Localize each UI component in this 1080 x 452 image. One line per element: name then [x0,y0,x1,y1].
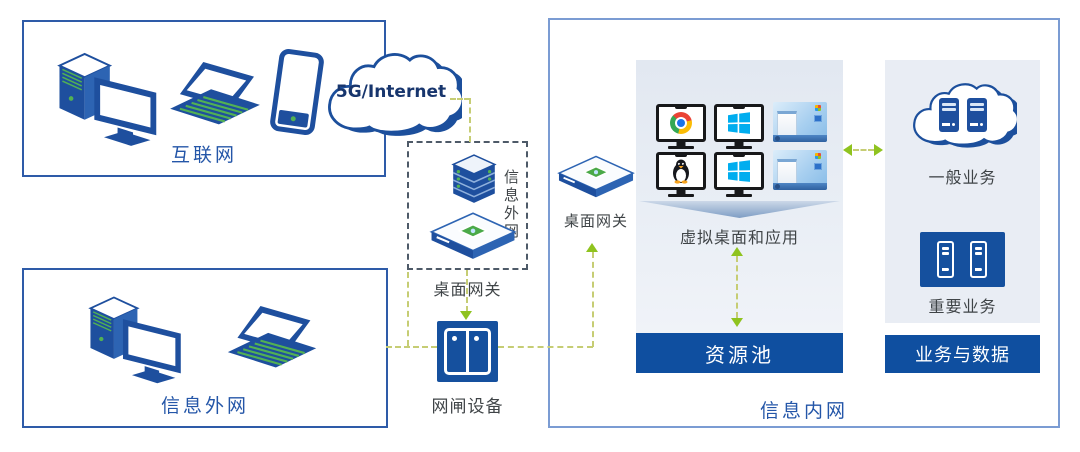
extranet-box-label: 信息外网 [160,395,249,417]
thumbnail-window [777,111,797,138]
server-tower-icon [967,98,987,132]
general-business-caption: 一般业务 [928,168,997,187]
cloud-icon [907,76,1017,154]
connector-extranet-to-isolation [386,346,437,348]
thumbnail-icon [815,153,821,159]
thumbnail-taskbar [773,135,827,142]
smartphone-icon [268,47,325,137]
monitor-chrome-icon [656,104,706,149]
intranet-box-label: 信息内网 [759,400,848,422]
thumbnail-icon [815,105,821,111]
desktop-gateway-caption: 桌面网关 [563,212,628,230]
resource-pool-bar: 资源池 [636,333,843,373]
thumbnail-start-orb [775,184,780,189]
monitor-base [726,194,752,197]
connector-isolation-to-intranet [498,346,593,348]
door-panel [447,331,466,372]
monitor-stand [676,142,686,147]
desktop-thumbnail-icon [773,150,827,190]
arrow-up-icon [731,247,743,256]
tux-penguin-icon [670,158,692,184]
thumbnail-window [777,159,797,186]
windows-logo-icon [727,112,751,134]
business-panel: 一般业务 重要业务 [885,60,1040,323]
thumbnail-icon [814,115,822,122]
virtual-desktop-caption: 虚拟桌面和应用 [679,228,799,247]
internet-box-label: 互联网 [170,144,237,166]
monitor-base [668,194,694,197]
arrow-up-icon [586,243,598,252]
5g-cloud: 5G/Internet [320,44,462,144]
connector-dmz-left-v [407,272,409,346]
resource-pool-panel: 虚拟桌面和应用 [636,60,843,333]
thumbnail-start-orb [775,136,780,141]
monitor-windows-icon [714,152,764,197]
extranet-dmz-box: 信息外网 [407,141,528,270]
monitor-linux-icon [656,152,706,197]
door-panel [466,331,488,372]
chrome-logo-icon [670,112,692,134]
server-tower-icon [937,241,954,278]
thumbnail-icon [814,163,822,170]
chevron-down-icon [639,201,840,218]
connector-panels-h [853,149,874,151]
cloud-servers-icon [907,76,1017,154]
monitor-windows-icon [714,104,764,149]
isolation-device-caption: 网闸设备 [431,397,504,417]
server-tower-icon [939,98,959,132]
extranet-box: 信息外网 [22,268,388,428]
connector-dmz-to-isolation [466,270,468,312]
server-pair-icon [920,232,1005,287]
isolation-device-icon [437,321,498,382]
server-tower-icon [970,241,987,278]
monitor-stand [734,190,744,195]
windows-logo-icon [727,160,751,182]
monitor-stand [676,190,686,195]
arrow-right-icon [874,144,883,156]
dmz-side-label: 信息外网 [502,169,520,241]
monitor-base [726,146,752,149]
internet-box: 互联网 [22,20,386,177]
gateway-appliance-icon [426,206,520,262]
critical-business-caption: 重要业务 [928,297,997,316]
desktop-thumbnail-icon [773,102,827,142]
business-data-bar: 业务与数据 [885,335,1040,373]
isolation-device-frame [444,328,491,375]
desktop-pc-icon [44,48,164,149]
laptop-icon [224,304,320,381]
connector-up-to-gateway [592,252,594,347]
connector-resource-v [736,256,738,318]
cloud-label: 5G/Internet [335,82,447,102]
arrow-left-icon [843,144,852,156]
connector-cloud-v [469,98,471,142]
arrow-down-icon [731,318,743,327]
connector-cloud-h [450,98,470,100]
monitor-stand [734,142,744,147]
thumbnail-taskbar [773,183,827,190]
monitor-base [668,146,694,149]
gateway-appliance-icon [554,150,638,200]
laptop-icon [166,60,264,138]
arrow-down-icon [460,311,472,320]
server-stack-icon [449,153,499,205]
desktop-pc-icon [76,292,188,386]
